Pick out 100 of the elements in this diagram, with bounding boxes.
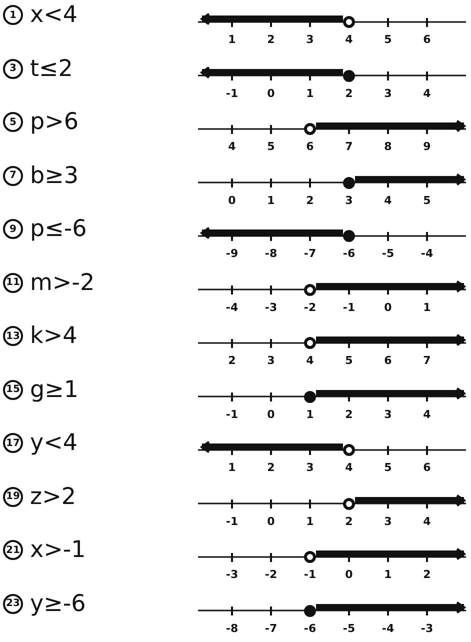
- tick-label: 4: [423, 516, 431, 526]
- open-circle: [304, 284, 316, 296]
- tick-label: -7: [264, 622, 278, 634]
- tick-label: 0: [267, 516, 275, 526]
- tick-label: 6: [306, 141, 314, 152]
- tick-label: 5: [267, 141, 275, 152]
- ray-arrow: [200, 12, 343, 26]
- tick-label: -3: [420, 622, 434, 634]
- tick-label: 4: [384, 194, 392, 206]
- tick-label: 0: [345, 569, 353, 580]
- closed-dot: [343, 70, 355, 82]
- tick-label: 5: [423, 194, 431, 206]
- inequality: t≤2: [30, 58, 73, 80]
- tick-label: -3: [226, 569, 238, 580]
- tick-label: -9: [226, 248, 238, 259]
- tick-label: -4: [226, 302, 238, 312]
- circled-number: 9: [3, 219, 23, 239]
- tick-label: 6: [384, 355, 392, 366]
- closed-dot: [343, 176, 355, 188]
- tick-label: -2: [304, 302, 316, 312]
- tick-label: -1: [226, 88, 238, 98]
- circled-number: 15: [3, 380, 23, 400]
- ray-arrow: [200, 66, 343, 79]
- tick-label: -8: [264, 248, 278, 259]
- tick-label: 1: [267, 194, 275, 206]
- circled-number: 11: [3, 272, 23, 292]
- tick-label: 4: [423, 408, 431, 420]
- open-circle: [343, 16, 355, 28]
- tick-label: 1: [306, 516, 314, 526]
- circled-number: 5: [3, 112, 23, 132]
- tick-label: -2: [264, 569, 278, 580]
- inequality: p>6: [30, 111, 79, 134]
- tick-label: -1: [304, 569, 316, 580]
- circled-number: 21: [3, 540, 23, 560]
- tick-label: 2: [267, 34, 275, 45]
- tick-label: 2: [345, 408, 353, 420]
- tick-label: -1: [226, 408, 238, 420]
- tick-label: 4: [345, 462, 353, 473]
- circled-number: 19: [3, 486, 23, 506]
- circled-number: 3: [3, 58, 23, 78]
- tick-label: -8: [226, 622, 238, 634]
- circled-number: 13: [3, 326, 23, 346]
- ray-arrow: [316, 387, 466, 400]
- circled-number: 23: [3, 594, 23, 614]
- ray-arrow: [316, 120, 466, 132]
- tick-label: 2: [228, 355, 236, 366]
- tick-label: 9: [423, 141, 431, 152]
- tick-label: 1: [228, 34, 236, 45]
- tick-label: 3: [345, 194, 353, 206]
- tick-label: 7: [345, 141, 353, 152]
- open-circle: [343, 444, 355, 456]
- ray-arrow: [316, 548, 466, 560]
- tick-label: 0: [228, 194, 236, 206]
- tick-label: 5: [384, 34, 392, 45]
- tick-label: 1: [228, 462, 236, 473]
- ray-arrow: [200, 440, 343, 454]
- tick-label: 4: [345, 34, 353, 45]
- inequality: y<4: [30, 432, 78, 455]
- tick-label: -7: [304, 248, 316, 259]
- tick-label: -4: [420, 248, 434, 259]
- tick-label: 3: [384, 516, 392, 526]
- tick-label: 2: [267, 462, 275, 473]
- tick-label: 1: [306, 408, 314, 420]
- tick-label: 2: [345, 516, 353, 526]
- tick-label: 4: [423, 88, 431, 98]
- tick-label: -5: [382, 248, 394, 259]
- inequality: k>4: [30, 325, 78, 348]
- open-circle: [304, 337, 316, 349]
- tick-label: 0: [384, 302, 392, 312]
- ray-arrow: [355, 494, 466, 507]
- tick-label: -4: [382, 622, 394, 634]
- ray-arrow: [316, 334, 466, 346]
- tick-label: 8: [384, 141, 392, 152]
- tick-label: 3: [306, 462, 314, 473]
- tick-label: 5: [384, 462, 392, 473]
- inequality: p≤-6: [30, 218, 87, 241]
- tick-label: -5: [342, 622, 356, 634]
- tick-label: -6: [342, 248, 356, 259]
- circled-number: 1: [3, 5, 23, 25]
- ray-arrow: [200, 226, 343, 240]
- closed-dot: [343, 230, 355, 242]
- inequality: b≥3: [30, 164, 79, 188]
- tick-label: 4: [228, 141, 236, 152]
- closed-dot: [304, 390, 316, 402]
- circled-number: 17: [3, 433, 23, 453]
- tick-label: -1: [342, 302, 356, 312]
- tick-label: 1: [306, 88, 314, 98]
- tick-label: 3: [267, 355, 275, 366]
- ray-arrow: [316, 601, 466, 614]
- circled-number: 7: [3, 166, 23, 186]
- tick-label: 2: [423, 569, 431, 580]
- inequality: z>2: [30, 486, 76, 508]
- ray-arrow: [316, 280, 466, 293]
- inequality: m>-2: [30, 272, 95, 294]
- tick-label: 7: [423, 355, 431, 366]
- tick-label: 0: [267, 88, 275, 98]
- tick-label: 1: [384, 569, 392, 580]
- tick-label: 5: [345, 355, 353, 366]
- inequality: g≥1: [30, 378, 79, 402]
- closed-dot: [304, 604, 316, 616]
